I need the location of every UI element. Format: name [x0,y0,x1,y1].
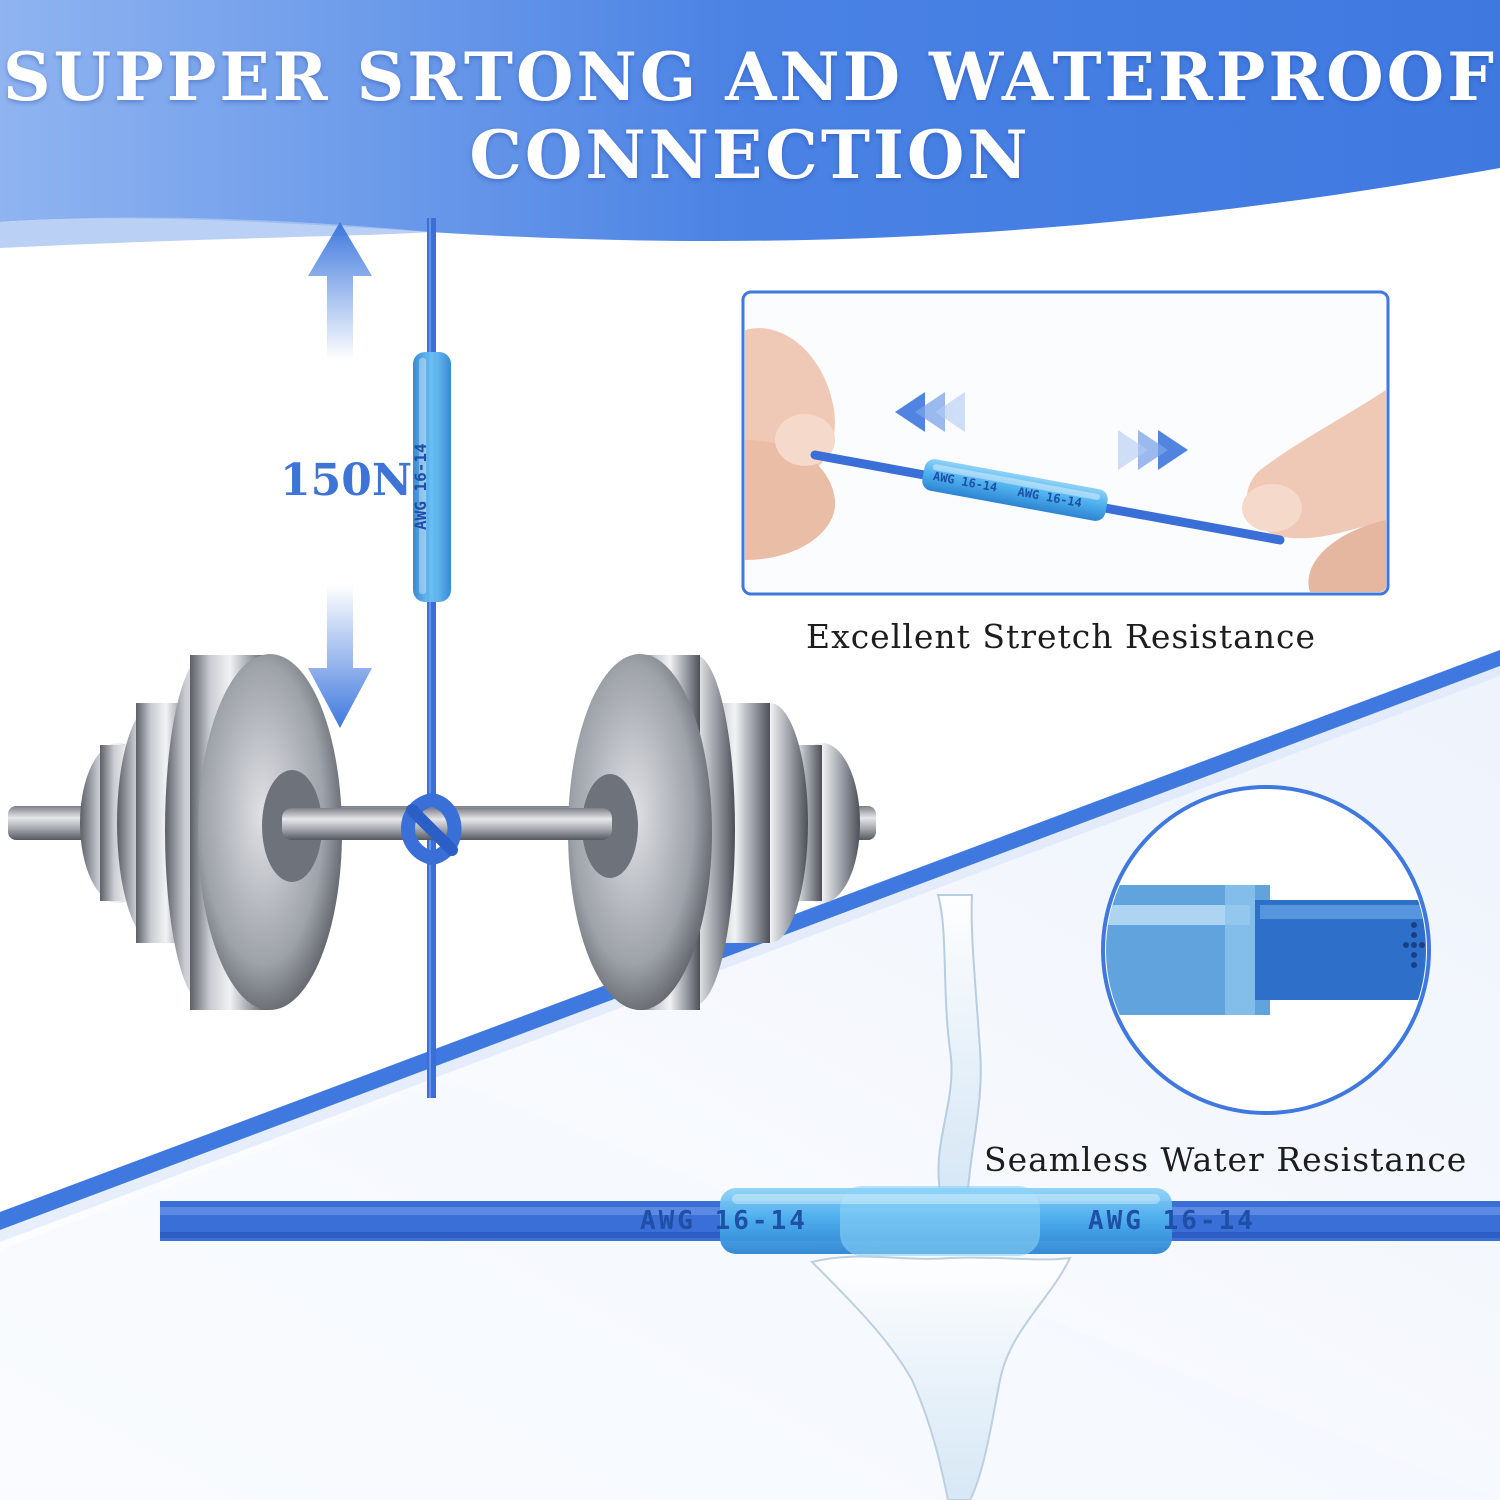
headline-line-2: CONNECTION [469,116,1031,194]
water-resistance-caption: Seamless Water Resistance [984,1140,1468,1179]
stretch-photo-panel: AWG 16-14 AWG 16-14 [741,290,1390,596]
water-tube-marking-2: AWG 16-14 [1088,1206,1256,1236]
tension-arrows [308,222,372,728]
pull-right-chevrons [1118,430,1188,470]
waterproof-closeup-circle [1101,785,1431,1115]
headline: SUPPER SRTONG AND WATERPROOF CONNECTION [0,38,1500,194]
headline-line-1: SUPPER SRTONG AND WATERPROOF [2,38,1498,116]
water-tube-marking-1: AWG 16-14 [640,1206,808,1236]
dumbbell-illustration [8,654,876,1010]
stretch-resistance-caption: Excellent Stretch Resistance [806,617,1317,656]
water-stream-illustration [810,894,1072,1500]
vertical-tube-marking: AWG 16-14 [411,443,430,530]
pull-left-chevrons [895,392,965,432]
force-label: 150N [280,455,413,506]
